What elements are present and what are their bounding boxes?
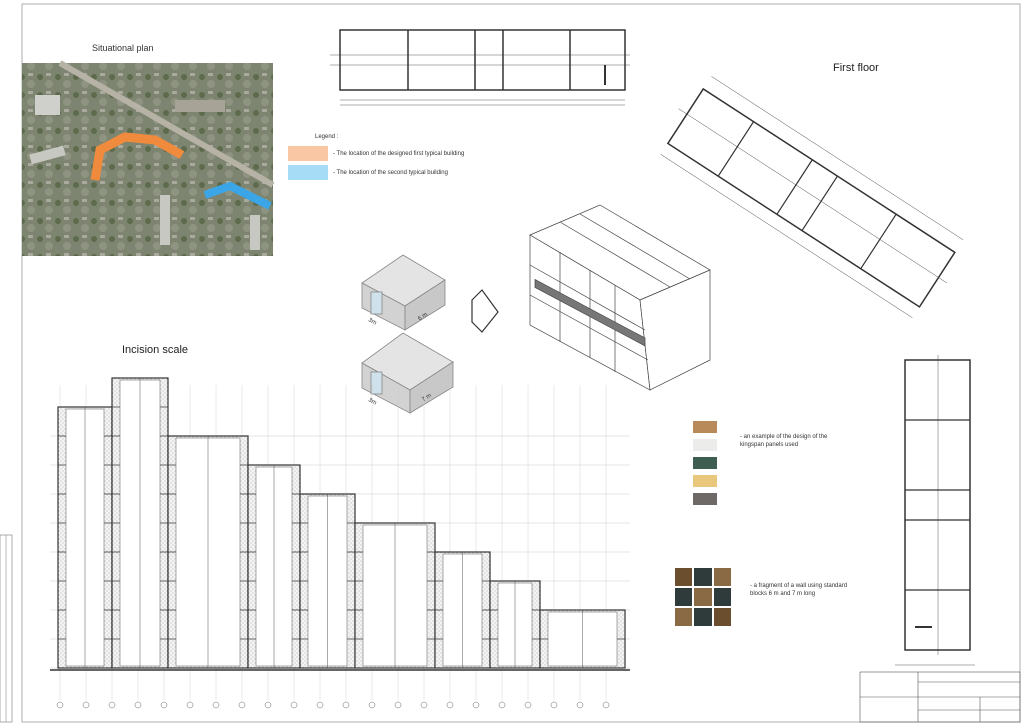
- legend: Legend : - The location of the designed …: [288, 133, 464, 180]
- satellite-map: [22, 60, 275, 256]
- legend-item-second: - The location of the second typical bui…: [288, 165, 464, 180]
- legend-label: - The location of the second typical bui…: [333, 169, 448, 176]
- legend-item-first: - The location of the designed first typ…: [288, 146, 464, 161]
- material-swatch: [693, 439, 717, 451]
- typical-floor-plan: [895, 355, 975, 666]
- situational-plan-title: Situational plan: [92, 43, 154, 53]
- isometric-assembly: [529, 204, 711, 391]
- material-swatch: [693, 421, 717, 433]
- sheet-frame: [21, 3, 1021, 723]
- material-swatch: [693, 475, 717, 487]
- first-floor-plan: [660, 76, 964, 318]
- arrow-icon: [471, 289, 499, 333]
- building-section: [50, 377, 630, 709]
- module-6m-drawing: [361, 254, 446, 331]
- legend-label: - The location of the designed first typ…: [333, 150, 465, 157]
- legend-swatch-blue: [288, 165, 328, 180]
- legend-swatch-orange: [288, 146, 328, 161]
- second-building-location: [203, 181, 272, 210]
- wall-fragment-image: [675, 568, 731, 626]
- fragment-note: - a fragment of a wall using standard bl…: [750, 583, 848, 597]
- materials-note: - an example of the design of the kingsp…: [740, 434, 828, 448]
- first-building-location: [90, 132, 185, 181]
- first-floor-title: First floor: [833, 62, 879, 74]
- material-swatch: [693, 493, 717, 505]
- title-block: [859, 671, 1021, 723]
- legend-title: Legend :: [315, 134, 339, 140]
- top-floor-plan: [330, 29, 630, 106]
- material-swatch: [693, 457, 717, 469]
- section-title: Incision scale: [122, 344, 189, 356]
